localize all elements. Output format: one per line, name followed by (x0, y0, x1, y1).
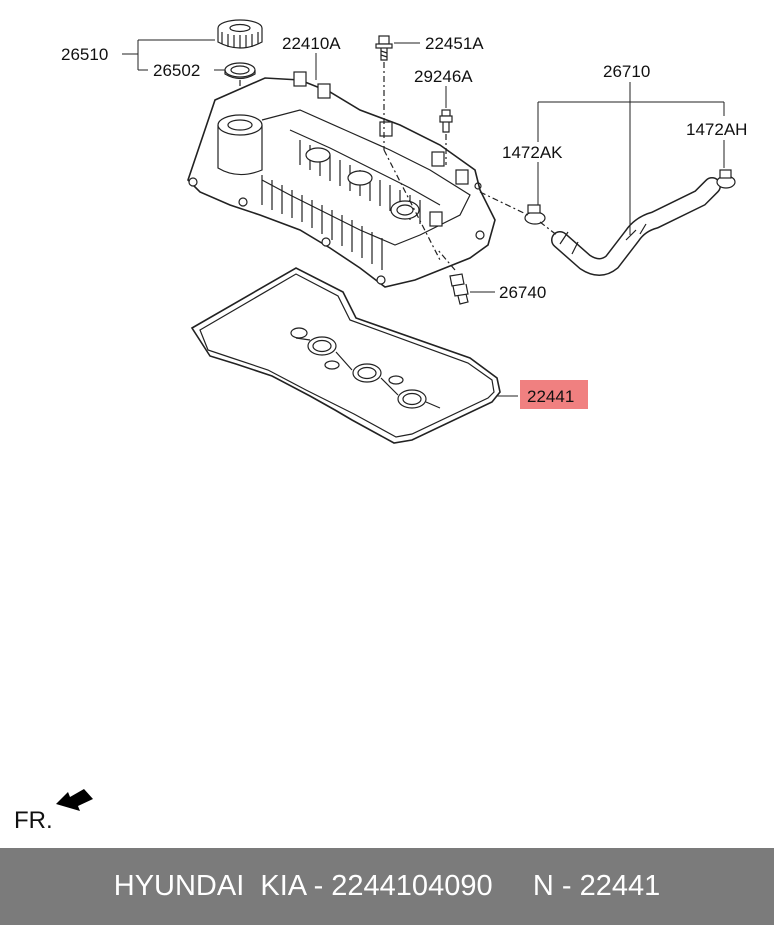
head-cover-gasket (190, 267, 501, 444)
front-label: FR. (14, 807, 53, 834)
callout-22410A: 22410A (282, 34, 341, 53)
front-direction-indicator: FR. (14, 789, 93, 834)
callout-26510: 26510 (61, 45, 108, 64)
callout-22441: 22441 (527, 387, 574, 406)
callout-26740: 26740 (499, 283, 546, 302)
highlight-box (520, 380, 588, 409)
hose-clamp-1472AH (716, 169, 736, 189)
callout-26710: 26710 (603, 62, 650, 81)
oil-filler-cap (217, 19, 263, 49)
breather-hose (551, 177, 721, 276)
callout-1472AH: 1472AH (686, 120, 747, 139)
callout-26502: 26502 (153, 61, 200, 80)
parts-diagram: 26510 26502 22410A 22451A 29246A 26710 1… (14, 19, 747, 834)
pcv-valve (449, 273, 469, 305)
filler-cap-seal (224, 62, 256, 80)
callout-29246A: 29246A (414, 67, 473, 86)
hose-clamp-1472AK (524, 204, 546, 225)
stud-bolt (439, 109, 453, 133)
footer-reference: N - 22441 (532, 870, 661, 902)
cover-bolt (375, 35, 393, 61)
callout-1472AK: 1472AK (502, 143, 563, 162)
footer-bar: HYUNDAI KIA - 2244104090 N - 22441 (0, 848, 774, 925)
front-arrow-icon (56, 789, 93, 811)
footer-part-number: HYUNDAI KIA - 2244104090 (113, 870, 493, 902)
leader-lines (122, 39, 725, 397)
callout-22451A: 22451A (425, 34, 484, 53)
cylinder-head-cover (187, 71, 496, 288)
